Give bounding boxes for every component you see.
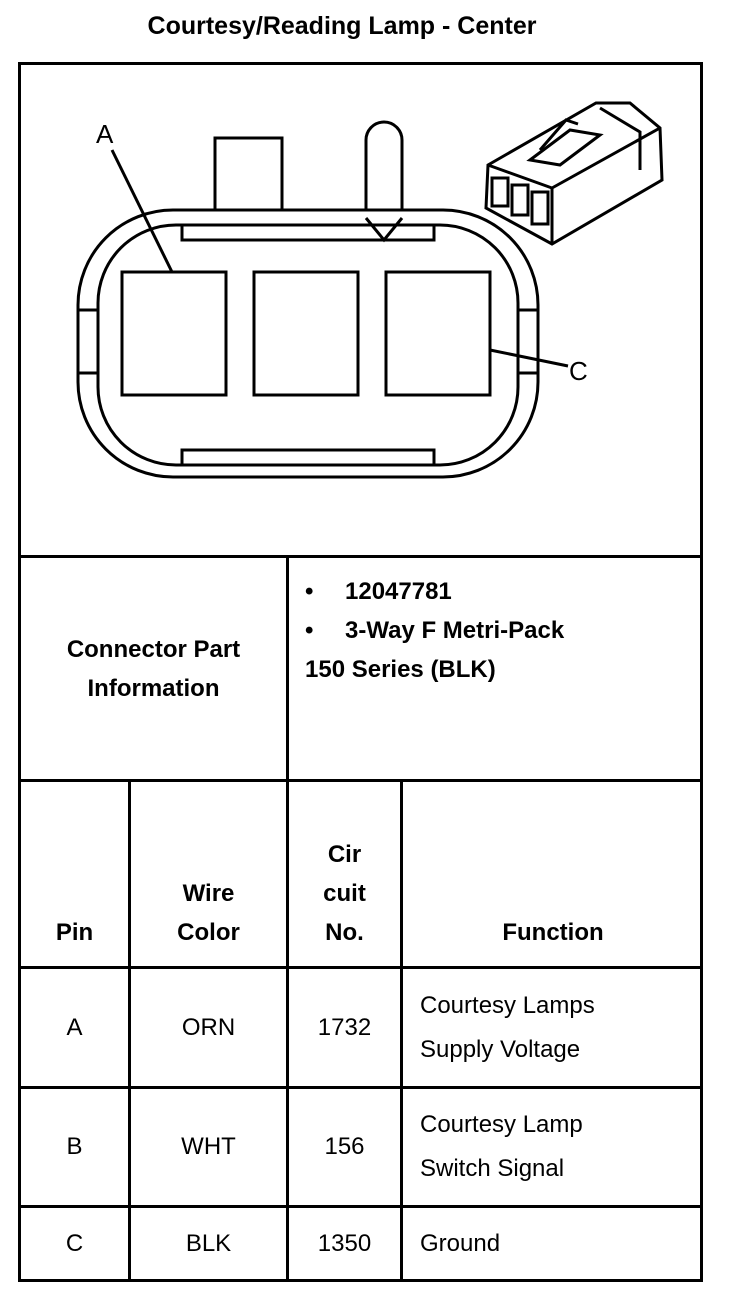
- table-row-b-function: Courtesy Lamp Switch Signal: [420, 1111, 583, 1182]
- table-row-a-pin: A: [66, 1013, 83, 1041]
- cavity-a: [120, 270, 228, 397]
- divider-diagram: [18, 555, 703, 558]
- connector-series: 150 Series (BLK): [305, 656, 496, 683]
- divider-row-b: [18, 1205, 703, 1208]
- label-a: A: [96, 119, 114, 149]
- table-row-b-wire-color: WHT: [181, 1133, 236, 1160]
- bullet: •: [305, 617, 314, 644]
- connector-info-label: Connector Part Information: [66, 635, 241, 702]
- table-row-c-wire-color: BLK: [185, 1229, 232, 1257]
- table-row-c-function: Ground: [420, 1229, 501, 1257]
- table-row-a-wire-color: ORN: [181, 1013, 236, 1041]
- header-circuit: Cir cuit No.: [323, 841, 366, 946]
- divider-row-a: [18, 1086, 703, 1089]
- table-row-c-pin: C: [65, 1229, 84, 1257]
- connector-3d-icon: [484, 101, 664, 246]
- cavity-b: [252, 270, 360, 397]
- table-row-a-circuit: 1732: [317, 1013, 372, 1041]
- cavity-c: [384, 270, 492, 397]
- col-divider-info: [286, 555, 289, 782]
- connector-body-outer: [76, 208, 540, 479]
- table-row-a-function: Courtesy Lamps Supply Voltage: [420, 991, 595, 1063]
- divider-header: [18, 966, 703, 969]
- bullet: •: [305, 578, 314, 605]
- connector-tab-right: [364, 120, 404, 218]
- header-pin: Pin: [55, 919, 94, 946]
- label-c: C: [569, 356, 588, 386]
- table-row-c-circuit: 1350: [317, 1229, 372, 1257]
- connector-diagram: A C: [76, 101, 664, 479]
- header-function: Function: [502, 919, 604, 946]
- connector-info-values: • 12047781 • 3-Way F Metri-Pack 150 Series…: [305, 572, 564, 689]
- divider-bottom: [18, 1279, 703, 1282]
- col-divider-2: [286, 779, 289, 1282]
- col-divider-3: [400, 779, 403, 1282]
- header-wire-color: Wire Color: [177, 880, 240, 946]
- col-divider-1: [128, 779, 131, 1282]
- part-number: 12047781: [345, 578, 452, 605]
- divider-info: [18, 779, 703, 782]
- page-title: Courtesy/Reading Lamp - Center: [147, 12, 537, 40]
- connector-description: 3-Way F Metri-Pack: [345, 617, 565, 644]
- table-row-b-pin: B: [66, 1133, 83, 1160]
- table-row-b-circuit: 156: [324, 1133, 365, 1160]
- connector-body-inner: [96, 223, 520, 467]
- connector-tab-left: [213, 136, 284, 220]
- connector-table-frame: [18, 62, 703, 1282]
